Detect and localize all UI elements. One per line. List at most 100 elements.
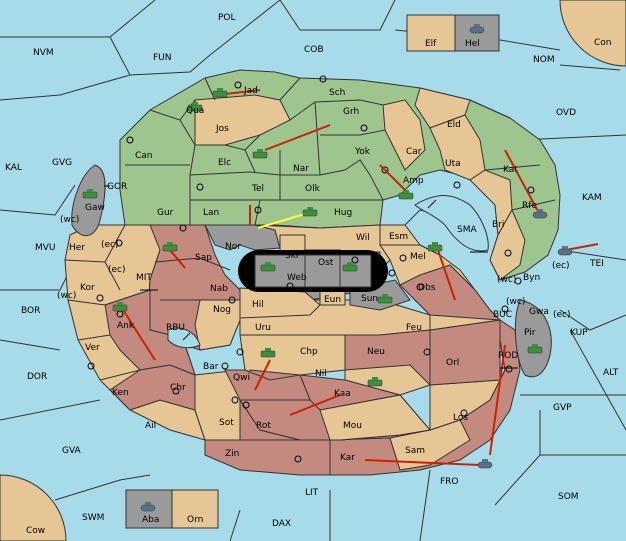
army-unit-icon[interactable] — [112, 302, 128, 312]
prov-label-web: Web — [287, 273, 307, 283]
prov-label-sun: Sun — [361, 294, 378, 304]
prov-label-kor: Kor — [80, 283, 95, 293]
army-unit-icon[interactable] — [260, 348, 276, 358]
fleet-unit-icon[interactable] — [469, 24, 485, 34]
army-unit-icon[interactable] — [82, 189, 98, 199]
prov-label-skr: Skr — [285, 251, 300, 261]
prov-label-neu: Neu — [367, 347, 385, 357]
army-unit-icon[interactable] — [187, 102, 203, 112]
prov-label-obs: Obs — [418, 283, 436, 293]
prov-label-gwa: Gwa — [529, 307, 549, 317]
prov-label-sap: Sap — [195, 253, 212, 263]
coast-label-4: (wc) — [57, 291, 76, 301]
prov-label-jos: Jos — [215, 124, 229, 134]
prov-label-nar: Nar — [293, 164, 309, 174]
fleet-unit-icon[interactable] — [477, 459, 493, 469]
sea-label-alt: ALT — [603, 368, 619, 378]
sea-label-ovd: OVD — [556, 108, 576, 118]
prov-label-kaa: Kaa — [334, 389, 351, 399]
prov-label-qua: Qua — [186, 106, 204, 116]
fleet-unit-icon[interactable] — [557, 246, 573, 256]
army-unit-icon[interactable] — [398, 190, 414, 200]
army-unit-icon[interactable] — [527, 344, 543, 354]
prov-label-rbu: RBU — [166, 323, 185, 333]
sea-label-fun: FUN — [153, 53, 172, 63]
prov-label-bar: Bar — [203, 362, 219, 372]
sea-label-swm: SWM — [82, 513, 104, 523]
army-unit-icon[interactable] — [342, 262, 358, 272]
coast-label-6: (ec) — [552, 261, 570, 271]
sea-label-bor: BOR — [21, 306, 40, 316]
prov-label-ank: Ank — [117, 321, 135, 331]
prov-label-pir: Pir — [524, 328, 536, 338]
prov-label-qwi: Qwi — [233, 373, 250, 383]
prov-label-grh: Grh — [343, 107, 359, 117]
passage-arrows — [104, 185, 518, 369]
army-unit-icon[interactable] — [252, 149, 268, 159]
prov-label-feu: Feu — [406, 323, 422, 333]
prov-label-zin: Zin — [225, 449, 239, 459]
prov-label-chr: Chr — [170, 383, 186, 393]
prov-label-eld: Eld — [447, 120, 461, 130]
prov-label-ail: Ail — [145, 421, 156, 431]
sea-label-cob: COB — [304, 45, 324, 55]
land-provinces — [64, 14, 561, 529]
prov-label-eun: Eun — [324, 295, 341, 305]
army-unit-icon[interactable] — [260, 262, 276, 272]
prov-label-kat: Kat — [503, 165, 518, 175]
prov-label-ver: Ver — [85, 343, 100, 353]
prov-label-byn: Byn — [523, 273, 540, 283]
army-unit-icon[interactable] — [367, 377, 383, 387]
prov-label-gaw: Gaw — [85, 203, 105, 213]
prov-label-ost: Ost — [318, 258, 334, 268]
sea-label-mvu: MVU — [35, 243, 56, 253]
prov-label-kar: Kar — [340, 453, 355, 463]
prov-label-gur: Gur — [157, 208, 174, 218]
prov-label-olk: Olk — [305, 184, 321, 194]
sea-label-pol: POL — [218, 13, 236, 23]
prov-label-hil: Hil — [252, 300, 264, 310]
sea-label-kam: KAM — [582, 193, 602, 203]
sea-label-lit: LIT — [305, 488, 319, 498]
coast-label-1: (wc) — [60, 215, 79, 225]
prov-label-ken: Ken — [112, 388, 129, 398]
prov-label-aba: Aba — [142, 515, 159, 525]
prov-label-elc: Elc — [218, 158, 231, 168]
coast-label-8: (ec) — [553, 310, 571, 320]
sea-label-cow: Cow — [26, 526, 45, 536]
prov-label-uta: Uta — [445, 159, 461, 169]
prov-label-mou: Mou — [343, 421, 362, 431]
army-unit-icon[interactable] — [162, 242, 178, 252]
prov-label-los: Los — [453, 413, 468, 423]
prov-label-can: Can — [135, 151, 153, 161]
prov-label-buc: BUC — [493, 310, 512, 320]
coast-label-5: (wc) — [497, 275, 516, 285]
sea-label-gva: GVA — [62, 446, 82, 456]
sea-label-nom: NOM — [533, 55, 555, 65]
fleet-unit-icon[interactable] — [140, 502, 156, 512]
prov-label-chp: Chp — [300, 347, 318, 357]
fleet-unit-icon[interactable] — [532, 209, 548, 219]
prov-label-nog: Nog — [213, 305, 231, 315]
prov-label-hel: Hel — [465, 39, 480, 49]
prov-label-nab: Nab — [210, 284, 228, 294]
sea-label-gvp: GVP — [553, 403, 572, 413]
army-unit-icon[interactable] — [377, 294, 393, 304]
prov-label-orn: Orn — [187, 515, 203, 525]
prov-label-bri: Bri — [492, 220, 504, 230]
army-unit-icon[interactable] — [302, 207, 318, 217]
prov-label-her: Her — [69, 243, 85, 253]
army-unit-icon[interactable] — [212, 88, 228, 98]
sea-label-con: Con — [594, 38, 612, 48]
supply-centres — [87, 75, 535, 463]
prov-label-sam: Sam — [405, 446, 425, 456]
prov-label-mit: MIT — [136, 273, 152, 283]
orders-layer — [119, 89, 599, 466]
prov-label-amp: Amp — [403, 176, 424, 186]
prov-label-tel: Tel — [251, 184, 264, 194]
prov-label-gor: GOR — [107, 182, 127, 192]
sea-label-dor: DOR — [27, 372, 47, 382]
prov-label-yok: Yok — [354, 147, 371, 157]
army-unit-icon[interactable] — [427, 242, 443, 252]
